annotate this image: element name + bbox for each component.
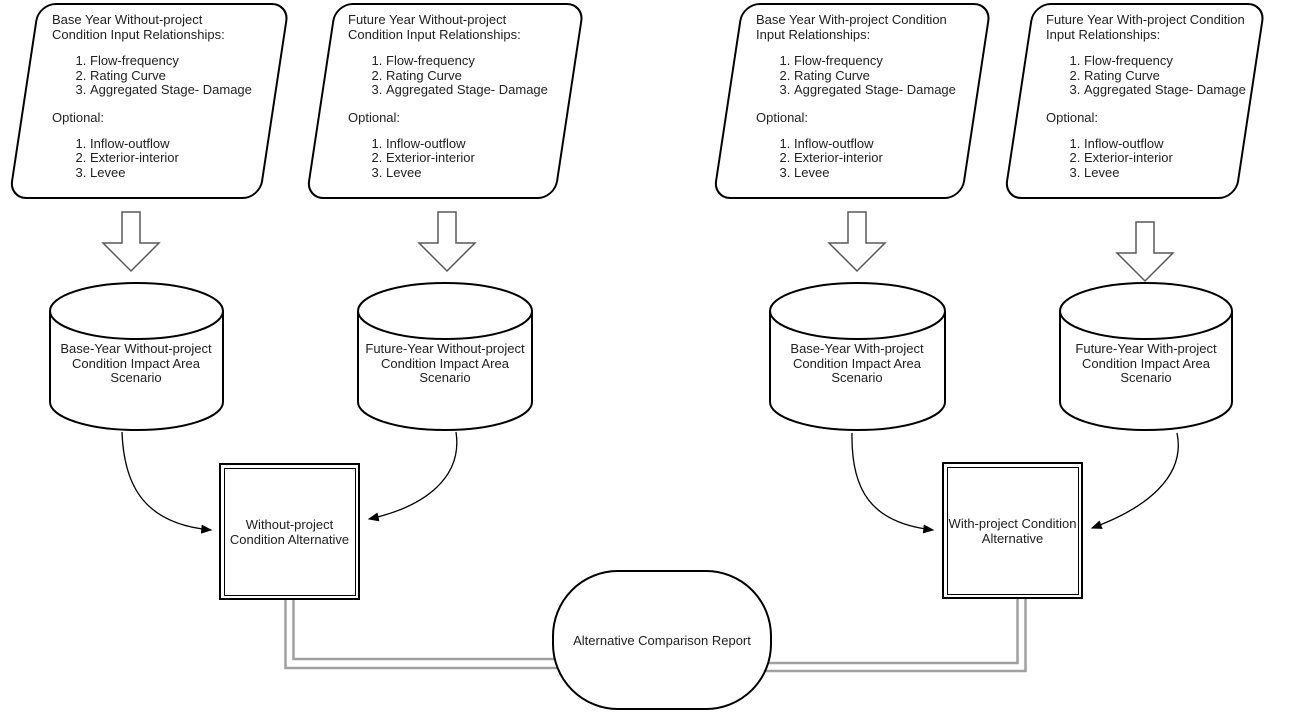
required-list: Flow-frequency Rating Curve Aggregated S… [348,53,553,98]
arrow-base-with-to-alternative [851,432,935,534]
list-item: Aggregated Stage- Damage [794,83,961,98]
list-item: Levee [90,165,257,181]
down-block-arrow-4 [1115,221,1175,283]
connector-with-alternative-to-report [724,599,1027,673]
list-item: Exterior-interior [1084,151,1251,166]
down-block-arrow-1 [101,211,161,273]
scenario-cylinder-4 [1059,282,1233,431]
required-list: Flow-frequency Rating Curve Aggregated S… [756,53,961,98]
optional-list: Inflow-outflow Exterior-interior Levee [348,136,553,181]
with-project-alternative-box: With-project Condition Alternative [942,462,1083,599]
list-item: Exterior-interior [90,151,257,166]
optional-label: Optional: [348,109,401,125]
list-item: Levee [386,165,553,181]
list-item: Exterior-interior [794,151,961,166]
list-item: Rating Curve [90,68,257,84]
input-node-text-4: Future Year With-project Condition Input… [1046,12,1251,181]
down-block-arrow-2 [417,211,477,273]
required-list: Flow-frequency Rating Curve Aggregated S… [52,53,257,98]
connector-without-alternative-to-report [284,599,600,670]
without-project-alternative-box: Without-project Condition Alternative [219,463,360,600]
down-block-arrow-3 [827,211,887,273]
optional-list: Inflow-outflow Exterior-interior Levee [52,136,257,181]
list-item: Flow-frequency [90,53,257,69]
scenario-cylinder-3 [769,282,946,431]
list-item: Aggregated Stage- Damage [1084,83,1251,98]
list-item: Levee [1084,165,1251,181]
optional-label: Optional: [52,109,105,125]
alternative-comparison-report-node: Alternative Comparison Report [552,570,772,710]
scenario-label-1: Base-Year Without-project Condition Impa… [60,341,212,386]
list-item: Aggregated Stage- Damage [386,83,553,98]
scenario-cylinder-2 [357,282,533,431]
without-project-alternative-label: Without-project Condition Alternative [229,516,350,547]
list-item: Levee [794,165,961,181]
inner-border [223,467,356,596]
list-item: Flow-frequency [386,53,553,69]
scenario-cylinder-1 [49,282,224,431]
list-item: Flow-frequency [1084,53,1251,69]
arrow-future-with-to-alternative [1090,432,1179,529]
input-node-title: Future Year With-project Condition Input… [1046,12,1245,42]
optional-label: Optional: [1046,109,1099,125]
with-project-alternative-label: With-project Condition Alternative [948,515,1077,546]
list-item: Inflow-outflow [794,136,961,152]
input-node-text-3: Base Year With-project Condition Input R… [756,12,961,181]
input-node-text-2: Future Year Without-project Condition In… [348,12,553,181]
list-item: Aggregated Stage- Damage [90,83,257,98]
scenario-label-3: Base-Year With-project Condition Impact … [790,341,924,386]
report-label: Alternative Comparison Report [573,632,751,648]
inner-border [946,466,1079,595]
list-item: Inflow-outflow [386,136,553,152]
optional-list: Inflow-outflow Exterior-interior Levee [1046,136,1251,181]
optional-label: Optional: [756,109,809,125]
list-item: Rating Curve [1084,68,1251,84]
arrow-future-without-to-alternative [367,431,458,522]
input-node-title: Future Year Without-project Condition In… [348,12,521,42]
optional-list: Inflow-outflow Exterior-interior Levee [756,136,961,181]
list-item: Rating Curve [794,68,961,84]
list-item: Inflow-outflow [1084,136,1251,152]
scenario-label-2: Future-Year Without-project Condition Im… [365,341,525,386]
input-node-title: Base Year Without-project Condition Inpu… [52,12,225,42]
arrow-base-without-to-alternative [121,431,213,534]
list-item: Exterior-interior [386,151,553,166]
list-item: Inflow-outflow [90,136,257,152]
required-list: Flow-frequency Rating Curve Aggregated S… [1046,53,1251,98]
input-node-text-1: Base Year Without-project Condition Inpu… [52,12,257,181]
scenario-label-4: Future-Year With-project Condition Impac… [1075,341,1217,386]
input-node-title: Base Year With-project Condition Input R… [756,12,947,42]
list-item: Rating Curve [386,68,553,84]
list-item: Flow-frequency [794,53,961,69]
